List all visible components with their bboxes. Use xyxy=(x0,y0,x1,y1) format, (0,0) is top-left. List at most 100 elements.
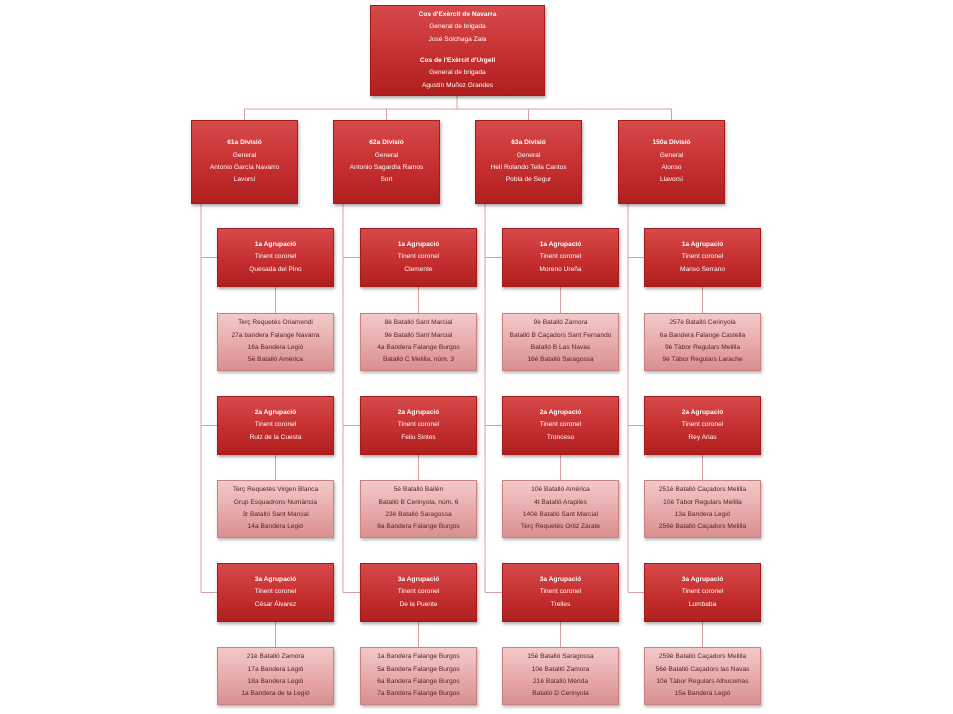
unit-item: Batalló D Cerinyola xyxy=(532,690,589,698)
group-rank: Tinent coronel xyxy=(254,421,297,429)
division-commander: Alonso xyxy=(661,164,682,171)
group-title: 3a Agrupació xyxy=(539,575,582,583)
unit-item: 5è Batalló Amèrica xyxy=(248,356,303,364)
group-title: 1a Agrupació xyxy=(539,240,582,248)
unit-item: 5a Bandera Falange Burgos xyxy=(377,665,460,673)
unit-item: 9è Batalló Sant Marcial xyxy=(384,331,453,339)
group-rank: Tinent coronel xyxy=(681,588,724,596)
group-rank: Tinent coronel xyxy=(397,253,440,261)
group-rank: Tinent coronel xyxy=(254,588,297,596)
units-box: 15è Batalló Saragossa 10è Batalló Zamora 2… xyxy=(502,647,619,705)
unit-item: 8è Batalló Sant Marcial xyxy=(384,319,453,327)
unit-item: Terç Requetès Oriamendi xyxy=(238,319,313,327)
division-rank: General xyxy=(374,151,399,159)
group-commander: Quesada del Pino xyxy=(249,265,302,273)
unit-item: 56è Batalló Caçadors las Navas xyxy=(655,665,750,673)
units-box: 21è Batalló Zamora 17a Bandera Legió 18a B… xyxy=(217,647,334,705)
units-box: 8è Batalló Sant Marcial 9è Batalló Sant M… xyxy=(360,313,477,371)
unit-item: 14a Bandera Legió xyxy=(247,523,304,531)
unit-item: 1a Bandera de la Legió xyxy=(241,690,310,698)
unit-item: 4a Bandera Falange Burgos xyxy=(377,344,460,351)
division-title: 62a Divisió xyxy=(369,139,404,147)
unit-item: Terç Requetès Virgen Blanca xyxy=(232,486,319,494)
division-location: Lavorsí xyxy=(233,176,256,184)
units-box: 257è Batalló Cerinyola 6a Bandera Falange… xyxy=(644,313,761,371)
group-title: 2a Agrupació xyxy=(397,408,440,416)
group-rank: Tinent coronel xyxy=(254,253,297,261)
group-title: 3a Agrupació xyxy=(254,575,297,583)
group-rank: Tinent coronel xyxy=(539,421,582,429)
unit-item: 6a Bandera Falange Burgos xyxy=(377,678,460,685)
division-rank: General xyxy=(659,151,684,159)
unit-item: 17a Bandera Legió xyxy=(247,665,304,673)
unit-item: 18a Bandera Legió xyxy=(247,678,304,685)
unit-item: 10è Batalló Zamora xyxy=(531,665,590,673)
unit-item: 256è Batalló Caçadors Melilla xyxy=(658,523,747,531)
unit-item: 257è Batalló Cerinyola xyxy=(669,319,736,327)
corps-urgell-title: Cos de l'Exèrcit d'Urgell xyxy=(419,56,496,64)
division-commander: Antonio García Navarro xyxy=(209,164,280,171)
group-title: 3a Agrupació xyxy=(397,575,440,583)
group-title: 3a Agrupació xyxy=(681,575,724,583)
unit-item: 10è Tàbor Regulars Melilla xyxy=(663,498,742,506)
unit-item: 27a bandera Falange Navarra xyxy=(231,331,320,339)
group-commander: Clemente xyxy=(404,265,433,273)
group-rank: Tinent coronel xyxy=(397,421,440,429)
units-box: Terç Requetès Oriamendi 27a bandera Falan… xyxy=(217,313,334,371)
unit-item: 4t Batalló Arapiles xyxy=(534,498,587,506)
unit-item: 21è Batalló Zamora xyxy=(246,653,305,661)
group-commander: Rey Arias xyxy=(688,433,717,441)
division-title: 61a Divisió xyxy=(227,139,262,147)
group-commander: Tronceso xyxy=(546,433,575,441)
division-rank: General xyxy=(516,151,541,159)
unit-item: 16è Batalló Saragossa xyxy=(527,356,594,364)
division-commander: Helí Rolando Tella Cantos xyxy=(490,164,567,171)
unit-item: Terç Requetès Ortiz Zárate xyxy=(520,523,601,531)
corps-urgell-commander: Agustín Muñoz Grandes xyxy=(421,81,494,89)
units-box: 259è Batalló Caçadors Melilla 56è Batalló… xyxy=(644,647,761,705)
group-title: 2a Agrupació xyxy=(539,408,582,416)
group-commander: Ruiz de la Cuesta xyxy=(249,433,302,441)
corps-navarra-commander: José Solchaga Zala xyxy=(428,35,487,43)
unit-item: 259è Batalló Caçadors Melilla xyxy=(658,653,747,661)
unit-item: 10è Batalló Amèrica xyxy=(531,486,590,494)
corps-urgell-rank: General de brigada xyxy=(429,69,486,77)
unit-item: 6a Bandera Falange Castella xyxy=(659,331,746,339)
unit-item: 16a Bandera Legió xyxy=(247,344,304,351)
unit-item: 9è Tàbor Regulars Larache xyxy=(662,356,743,364)
group-rank: Tinent coronel xyxy=(539,588,582,596)
division-commander: Antonio Sagardía Ramos xyxy=(349,164,424,171)
unit-item: 15è Batalló Saragossa xyxy=(527,653,594,661)
group-commander: De la Puente xyxy=(399,600,438,608)
group-title: 2a Agrupació xyxy=(681,408,724,416)
unit-item: 8a Bandera Falange Burgos xyxy=(377,523,460,531)
division-location: Pobla de Segur xyxy=(505,176,552,184)
unit-item: 21è Batalló Mèrida xyxy=(533,678,588,685)
group-rank: Tinent coronel xyxy=(681,253,724,261)
group-commander: César Álvarez xyxy=(254,600,297,608)
group-commander: Feliu Sintes xyxy=(401,433,436,441)
division-title: 150a Divisió xyxy=(652,139,691,147)
corps-navarra-title: Cos d'Exèrcit de Navarra xyxy=(418,11,497,18)
